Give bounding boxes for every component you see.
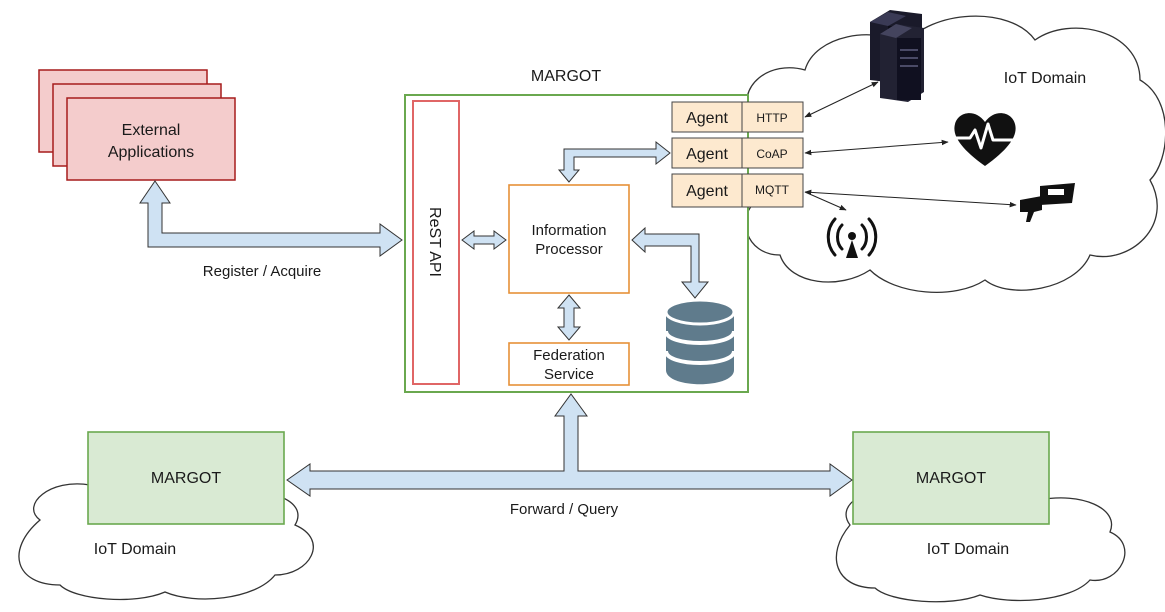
forward-query-label: Forward / Query bbox=[510, 501, 619, 518]
left-peer-domain: IoT Domain bbox=[94, 541, 176, 558]
right-peer-title: MARGOT bbox=[916, 470, 986, 487]
heart-rate-icon bbox=[954, 113, 1016, 166]
register-acquire-arrow bbox=[139, 180, 403, 257]
federation-line1: Federation bbox=[533, 347, 605, 364]
left-peer-margot-box bbox=[87, 431, 285, 525]
info-processor-line1: Information bbox=[531, 222, 606, 239]
agent-protocol: MQTT bbox=[755, 183, 790, 197]
rest-api-box bbox=[412, 100, 460, 385]
agent-mqtt: Agent MQTT bbox=[671, 173, 804, 208]
info-processor-line2: Processor bbox=[535, 241, 603, 258]
mqtt-camera-link bbox=[804, 189, 1017, 208]
agent-http: Agent HTTP bbox=[671, 101, 804, 133]
coap-device-link bbox=[804, 139, 949, 156]
processor-agents-arrow bbox=[557, 140, 671, 183]
iot-domain-cloud bbox=[740, 15, 1165, 293]
iot-domain-label: IoT Domain bbox=[1004, 70, 1086, 87]
left-peer-title: MARGOT bbox=[151, 470, 221, 487]
agent-coap: Agent CoAP bbox=[671, 137, 804, 169]
agent-label: Agent bbox=[686, 146, 728, 163]
information-processor-box bbox=[508, 184, 630, 294]
external-applications-box bbox=[66, 97, 236, 181]
wireless-antenna-icon bbox=[826, 217, 878, 258]
external-apps-line1: External bbox=[122, 122, 181, 139]
right-peer-margot-box bbox=[852, 431, 1050, 525]
mqtt-antenna-link bbox=[804, 191, 847, 211]
camera-icon bbox=[1020, 183, 1075, 222]
register-acquire-label: Register / Acquire bbox=[203, 263, 321, 280]
external-apps-line2: Applications bbox=[108, 144, 194, 161]
processor-database-arrow bbox=[631, 226, 710, 299]
agent-label: Agent bbox=[686, 110, 728, 127]
margot-title: MARGOT bbox=[531, 68, 601, 85]
agent-label: Agent bbox=[686, 183, 728, 200]
server-icon bbox=[870, 10, 924, 102]
agent-protocol: HTTP bbox=[756, 111, 787, 125]
forward-query-arrow bbox=[286, 393, 853, 497]
federation-service-box bbox=[508, 342, 630, 386]
external-applications-stack bbox=[38, 69, 236, 181]
processor-federation-arrow bbox=[556, 294, 582, 341]
agent-protocol: CoAP bbox=[756, 147, 787, 161]
http-device-link bbox=[804, 81, 879, 118]
right-peer-domain: IoT Domain bbox=[927, 541, 1009, 558]
rest-processor-arrow bbox=[461, 230, 507, 250]
rest-api-label: ReST API bbox=[426, 207, 443, 277]
database-icon bbox=[664, 298, 736, 385]
federation-line2: Service bbox=[544, 366, 594, 383]
